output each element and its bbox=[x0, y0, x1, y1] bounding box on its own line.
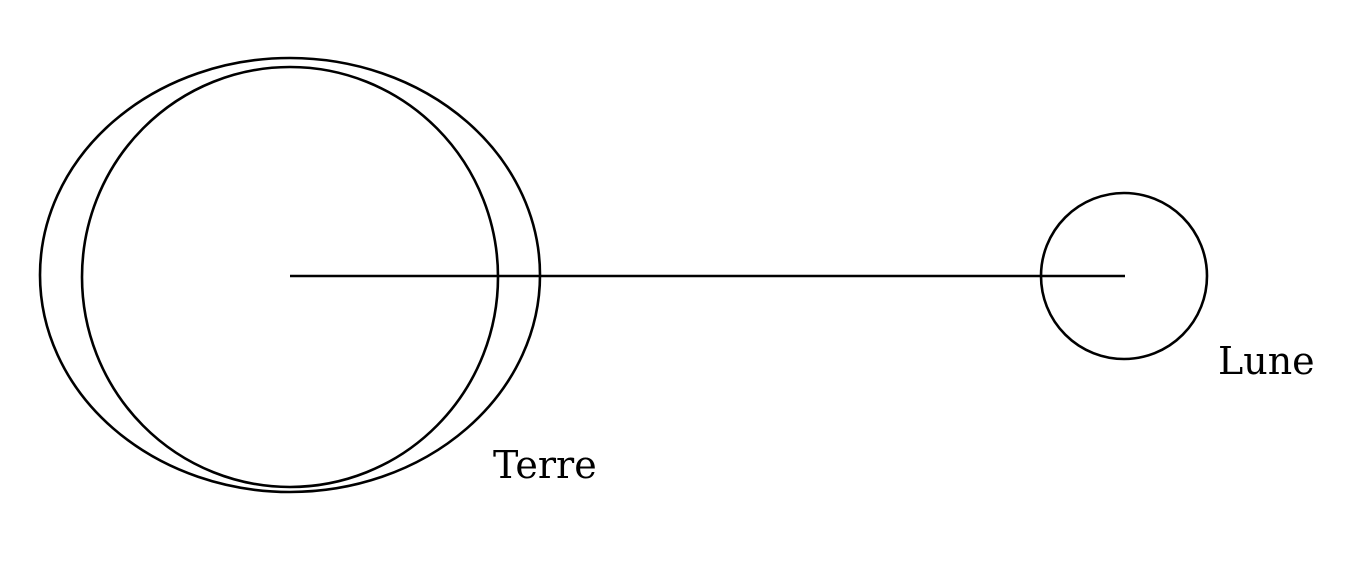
moon-label: Lune bbox=[1218, 339, 1315, 383]
moon-circle bbox=[1039, 191, 1209, 361]
earth-label: Terre bbox=[493, 443, 597, 487]
